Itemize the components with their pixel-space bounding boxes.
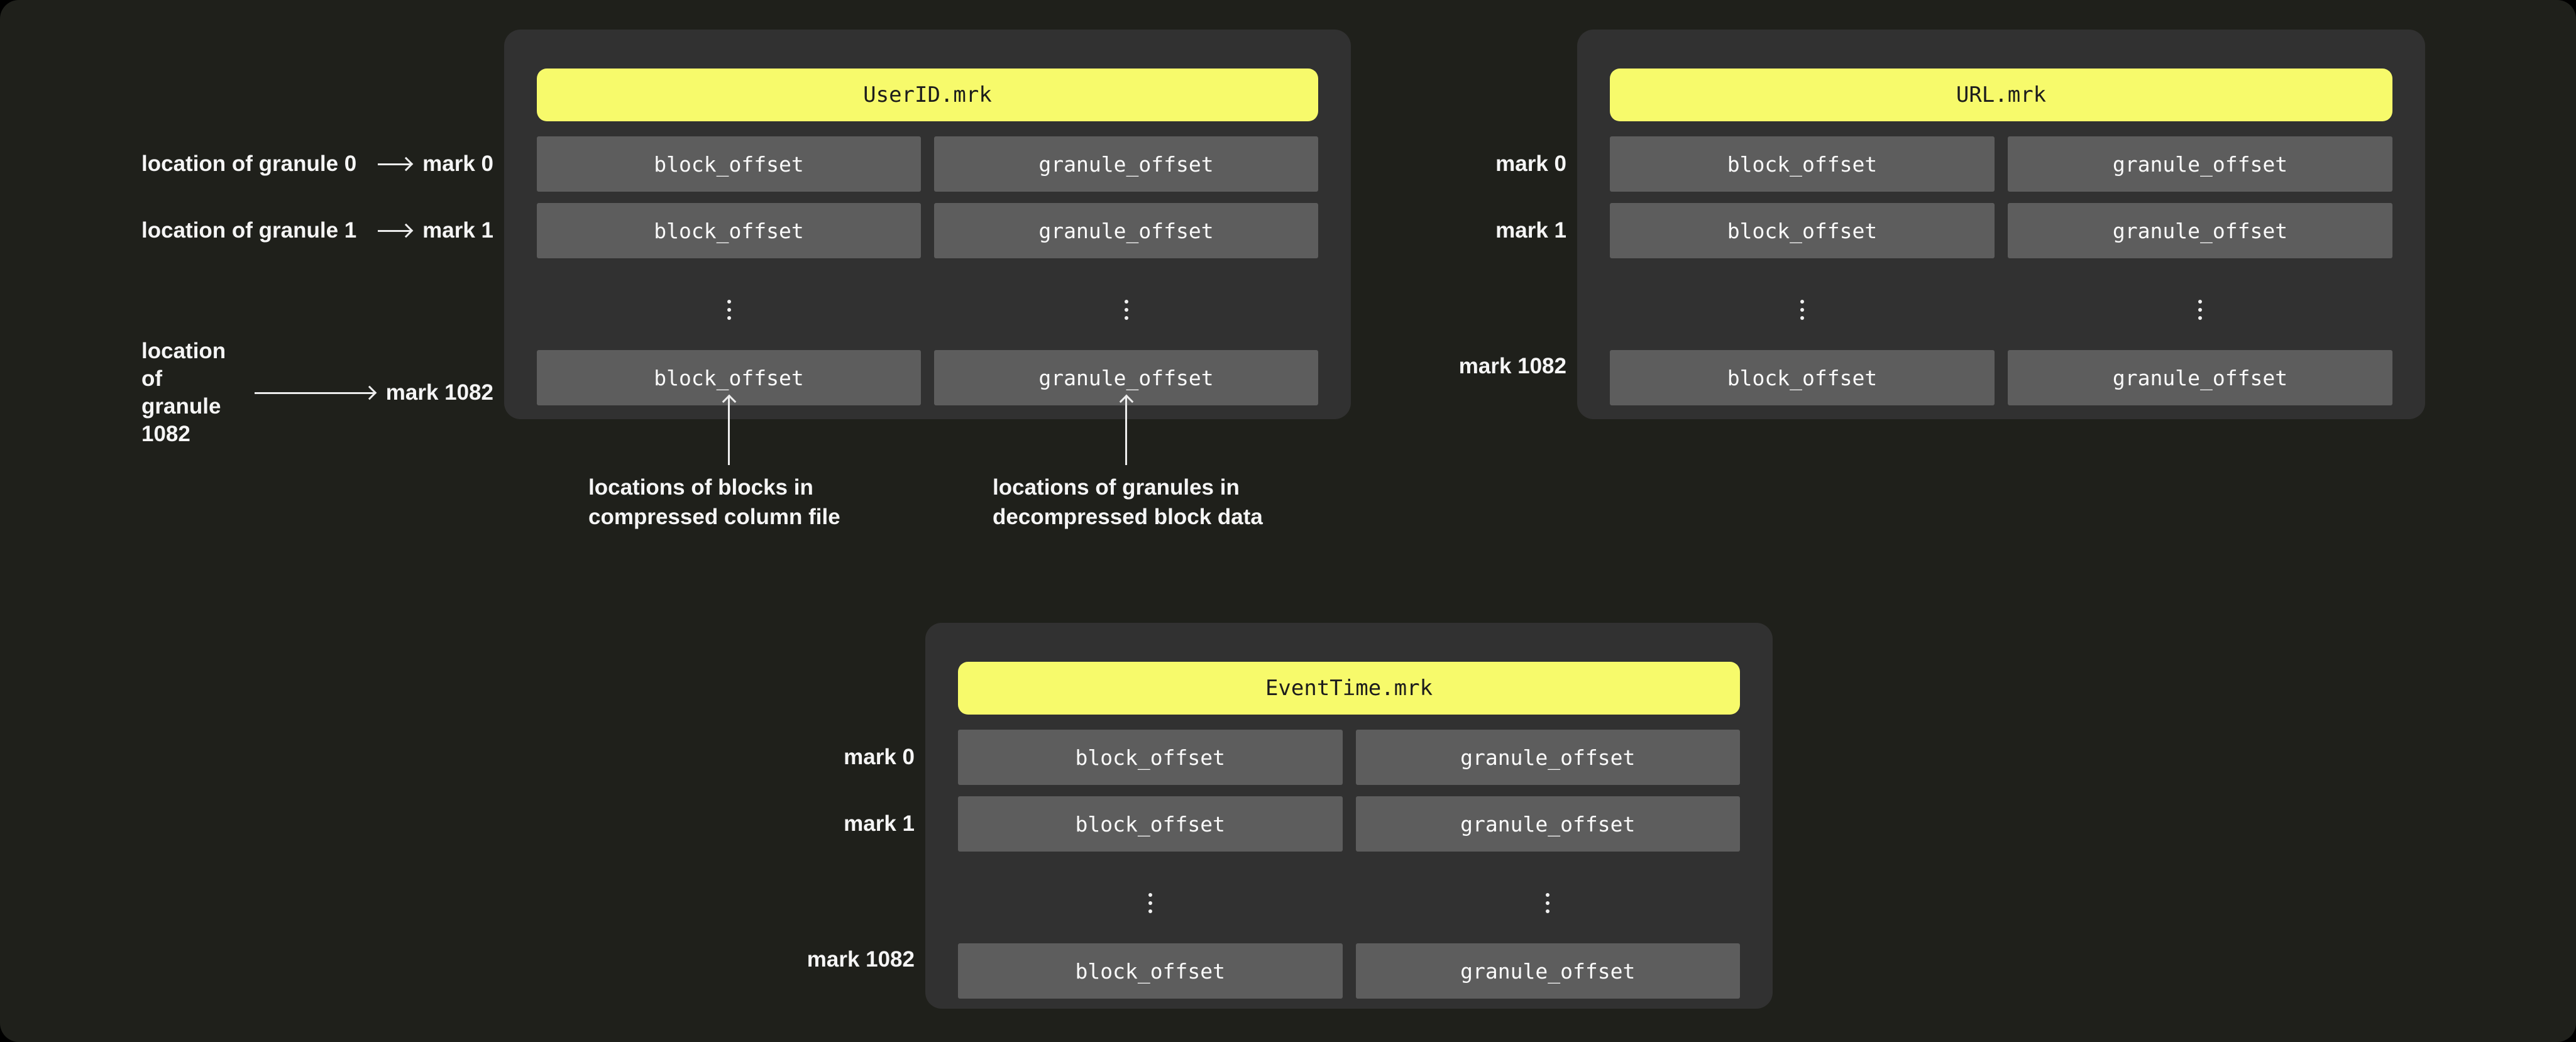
eventtime-mark-1-label: mark 1 xyxy=(844,811,915,836)
ellipsis-row xyxy=(958,863,1740,943)
mark-row-0: block_offset granule_offset xyxy=(958,730,1740,785)
ellipsis-row xyxy=(1610,270,2392,350)
granule-offset-cell: granule_offset xyxy=(2008,350,2392,405)
granule-1-location-annotation: location of granule 1 mark 1 xyxy=(141,217,493,244)
block-offset-cell: block_offset xyxy=(1610,350,1995,405)
mark-row-0: block_offset granule_offset xyxy=(537,136,1318,192)
granule-offset-cell: granule_offset xyxy=(1355,943,1740,999)
block-offset-explanation: locations of blocks in compressed column… xyxy=(588,475,840,529)
mark-row-1: block_offset granule_offset xyxy=(958,796,1740,852)
up-arrow-icon xyxy=(1125,397,1127,465)
vertical-ellipsis-icon xyxy=(1124,308,1128,312)
userid-mrk-panel: UserID.mrk block_offset granule_offset b… xyxy=(504,30,1351,419)
userid-mrk-file-chip: UserID.mrk xyxy=(537,69,1318,121)
annotation-text: location of granule 0 xyxy=(141,151,357,176)
granule-offset-cell: granule_offset xyxy=(2008,136,2392,192)
block-offset-cell: block_offset xyxy=(958,730,1343,785)
mark-1-label: mark 1 xyxy=(422,218,493,243)
vertical-ellipsis-icon xyxy=(1800,308,1804,312)
mark-row-0: block_offset granule_offset xyxy=(1610,136,2392,192)
up-arrow-icon xyxy=(728,397,730,465)
mark-row-1082: block_offset granule_offset xyxy=(958,943,1740,999)
ellipsis-row xyxy=(537,270,1318,350)
mark-row-1: block_offset granule_offset xyxy=(1610,203,2392,258)
userid-mrk-title: UserID.mrk xyxy=(863,82,992,107)
mark-row-1082: block_offset granule_offset xyxy=(537,350,1318,405)
granule-offset-cell: granule_offset xyxy=(1355,796,1740,852)
eventtime-mrk-panel: EventTime.mrk block_offset granule_offse… xyxy=(925,623,1773,1009)
block-offset-cell: block_offset xyxy=(537,136,921,192)
eventtime-mark-0-label: mark 0 xyxy=(844,745,915,769)
annotation-text: location of granule 1 xyxy=(141,218,357,243)
vertical-ellipsis-icon xyxy=(727,308,731,312)
granule-offset-cell: granule_offset xyxy=(934,203,1318,258)
right-arrow-icon xyxy=(254,392,374,394)
block-offset-cell: block_offset xyxy=(958,943,1343,999)
eventtime-mrk-file-chip: EventTime.mrk xyxy=(958,662,1740,715)
eventtime-mrk-title: EventTime.mrk xyxy=(1265,676,1433,701)
vertical-ellipsis-icon xyxy=(1546,901,1550,905)
right-arrow-icon xyxy=(378,163,411,165)
mark-1082-label: mark 1082 xyxy=(385,380,493,405)
url-mrk-title: URL.mrk xyxy=(1956,82,2047,107)
url-mark-1-label: mark 1 xyxy=(1495,218,1566,243)
block-offset-cell: block_offset xyxy=(958,796,1343,852)
granule-1082-location-annotation: location of granule 1082 mark 1082 xyxy=(141,337,493,448)
url-mrk-file-chip: URL.mrk xyxy=(1610,69,2392,121)
vertical-ellipsis-icon xyxy=(1148,901,1152,905)
block-offset-cell: block_offset xyxy=(537,203,921,258)
granule-offset-cell: granule_offset xyxy=(1355,730,1740,785)
granule-offset-cell: granule_offset xyxy=(2008,203,2392,258)
url-mark-1082-label: mark 1082 xyxy=(1458,354,1566,378)
url-mark-0-label: mark 0 xyxy=(1495,151,1566,176)
granule-offset-cell: granule_offset xyxy=(934,136,1318,192)
url-mrk-panel: URL.mrk block_offset granule_offset bloc… xyxy=(1577,30,2425,419)
mark-row-1: block_offset granule_offset xyxy=(537,203,1318,258)
mark-row-1082: block_offset granule_offset xyxy=(1610,350,2392,405)
annotation-text: location of granule 1082 xyxy=(141,339,226,446)
vertical-ellipsis-icon xyxy=(2198,308,2202,312)
right-arrow-icon xyxy=(378,229,411,232)
block-offset-cell: block_offset xyxy=(1610,203,1995,258)
granule-offset-explanation: locations of granules in decompressed bl… xyxy=(993,475,1263,529)
block-offset-cell: block_offset xyxy=(1610,136,1995,192)
mark-0-label: mark 0 xyxy=(422,151,493,176)
eventtime-mark-1082-label: mark 1082 xyxy=(806,947,915,972)
granule-0-location-annotation: location of granule 0 mark 0 xyxy=(141,150,493,178)
